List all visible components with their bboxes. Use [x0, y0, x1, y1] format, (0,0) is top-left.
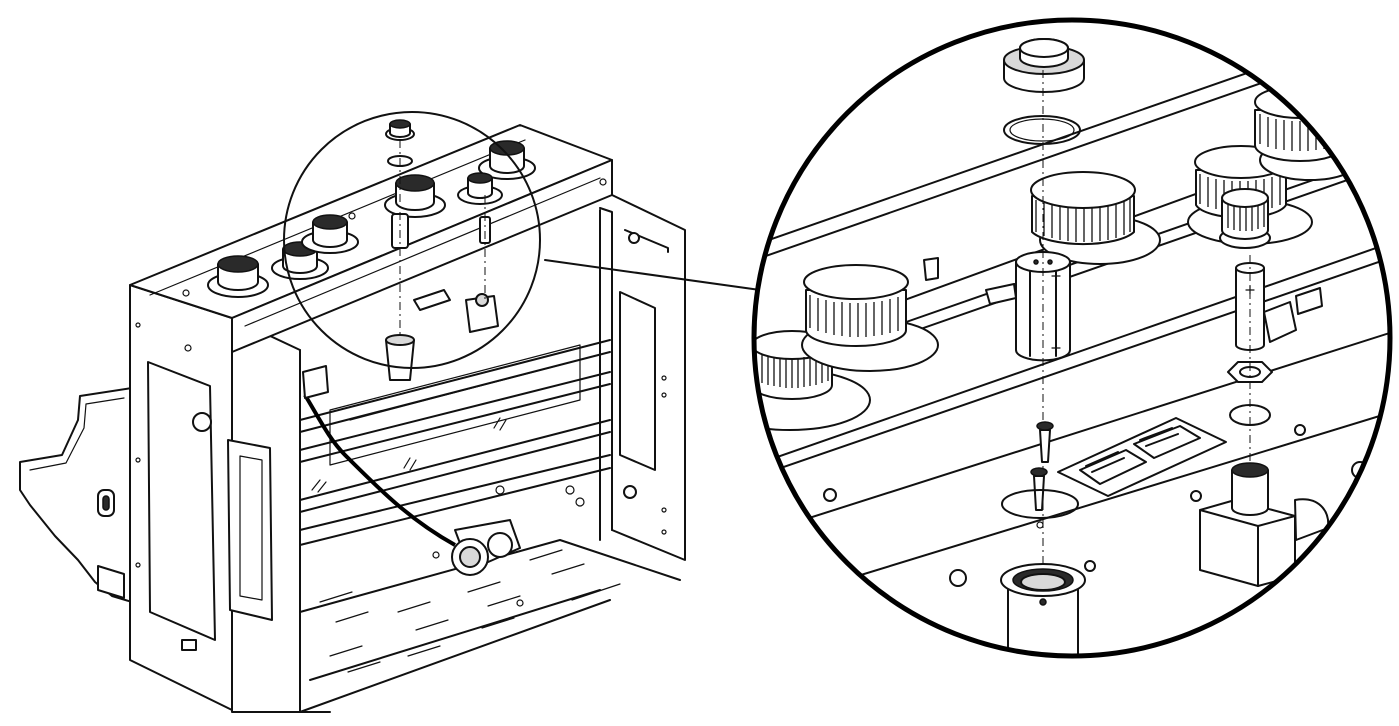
detail-magnifier-circle	[751, 17, 1393, 659]
callout-leader-line	[544, 259, 761, 291]
control-knob	[384, 174, 446, 218]
interior-rails	[299, 339, 611, 713]
control-knob	[301, 214, 359, 254]
control-knob	[801, 264, 939, 372]
bottom-tray	[299, 485, 681, 681]
control-knob	[457, 172, 503, 205]
detail-view	[751, 17, 1393, 659]
back-frame	[599, 194, 686, 561]
screw	[1030, 467, 1048, 511]
control-knob	[207, 255, 269, 298]
side-handle	[19, 387, 133, 603]
appliance-overview	[19, 111, 686, 713]
burner-cup	[1000, 563, 1086, 656]
control-knob	[1030, 171, 1161, 265]
exploded-knob	[1003, 38, 1085, 93]
gas-hose	[302, 365, 521, 576]
knob-ring	[1003, 115, 1081, 145]
ignition-button	[1219, 188, 1271, 249]
control-knob	[1254, 85, 1361, 181]
detail-callout-circle	[283, 111, 541, 369]
electrode-socket	[1235, 262, 1323, 351]
control-knob	[754, 330, 871, 431]
detail-contents	[754, 20, 1390, 656]
control-panel-frame	[1057, 417, 1227, 497]
screw	[1036, 421, 1054, 463]
overview-exploded-stack	[385, 119, 499, 381]
front-panel	[227, 317, 301, 713]
gas-valve	[1199, 462, 1330, 587]
